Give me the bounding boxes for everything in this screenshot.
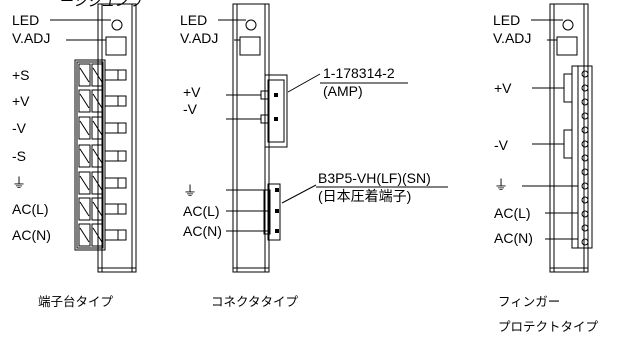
vadj-trimmer-icon <box>239 36 261 56</box>
ac-connector <box>226 183 317 241</box>
dc-connector <box>226 73 321 148</box>
vadj-trimmer-icon <box>556 36 578 56</box>
caption-terminal-block: 端子台タイプ <box>38 294 114 309</box>
panel-terminal-block: LED V.ADJ <box>12 3 137 309</box>
led-indicator-icon <box>562 19 574 31</box>
led-indicator-icon <box>245 19 257 31</box>
terminal-cells <box>78 63 127 247</box>
pin-label: -V <box>494 137 509 153</box>
pin-label: AC(N) <box>12 227 51 243</box>
ground-symbol-icon: ⏚ <box>494 177 508 193</box>
caption-finger-protect-line2: プロテクトタイプ <box>498 319 599 334</box>
label-led: LED <box>12 12 39 28</box>
label-vadj: V.ADJ <box>12 30 50 46</box>
chassis-outline <box>232 3 270 273</box>
pin-label: -V <box>12 120 27 136</box>
pin-label: -V <box>183 101 198 117</box>
terminal-cell <box>78 223 127 247</box>
terminal-cell <box>78 89 127 113</box>
pin-label: +S <box>12 67 30 83</box>
pin-label: AC(L) <box>183 203 220 219</box>
pin-label: +V <box>12 93 30 109</box>
caption-finger-protect-line1: フィンガー <box>498 294 560 309</box>
part-number-dc: 1-178314-2 <box>323 65 395 81</box>
terminal-cell <box>78 144 127 168</box>
part-number-ac: B3P5-VH(LF)(SN) <box>318 170 431 186</box>
terminal-block-body <box>74 59 106 251</box>
vadj-trimmer-icon <box>105 36 127 56</box>
led-indicator-icon <box>111 19 123 31</box>
label-vadj: V.ADJ <box>180 30 218 46</box>
panel-finger-protect: LED V.ADJ +V -V ⏚ AC(L) AC(N) <box>493 3 599 334</box>
panel-connector: LED V.ADJ +V -V 1-178314-2 (AMP) <box>180 3 448 309</box>
terminal-cell <box>78 197 127 221</box>
pin-label: AC(N) <box>494 230 533 246</box>
chassis-outline <box>97 3 137 273</box>
terminal-cell <box>78 63 127 87</box>
part-maker-dc: (AMP) <box>323 83 363 99</box>
caption-connector: コネクタタイプ <box>211 294 299 309</box>
pin-label: +V <box>494 80 512 96</box>
chassis-outline <box>549 3 589 273</box>
ground-symbol-icon: ⏚ <box>183 183 197 199</box>
label-vadj: V.ADJ <box>493 30 531 46</box>
label-led: LED <box>180 12 207 28</box>
label-led: LED <box>493 12 520 28</box>
pin-label: -S <box>12 148 26 164</box>
ground-symbol-icon: ⏚ <box>12 175 26 191</box>
part-note-ac: (日本圧着端子) <box>318 188 411 204</box>
pin-label: +V <box>183 84 201 100</box>
finger-protect-terminal-strip <box>522 65 593 249</box>
terminal-cell <box>78 116 127 140</box>
terminal-cell <box>78 171 127 195</box>
pin-label: AC(L) <box>494 205 531 221</box>
pin-label: AC(L) <box>12 201 49 217</box>
pin-label: AC(N) <box>183 223 222 239</box>
